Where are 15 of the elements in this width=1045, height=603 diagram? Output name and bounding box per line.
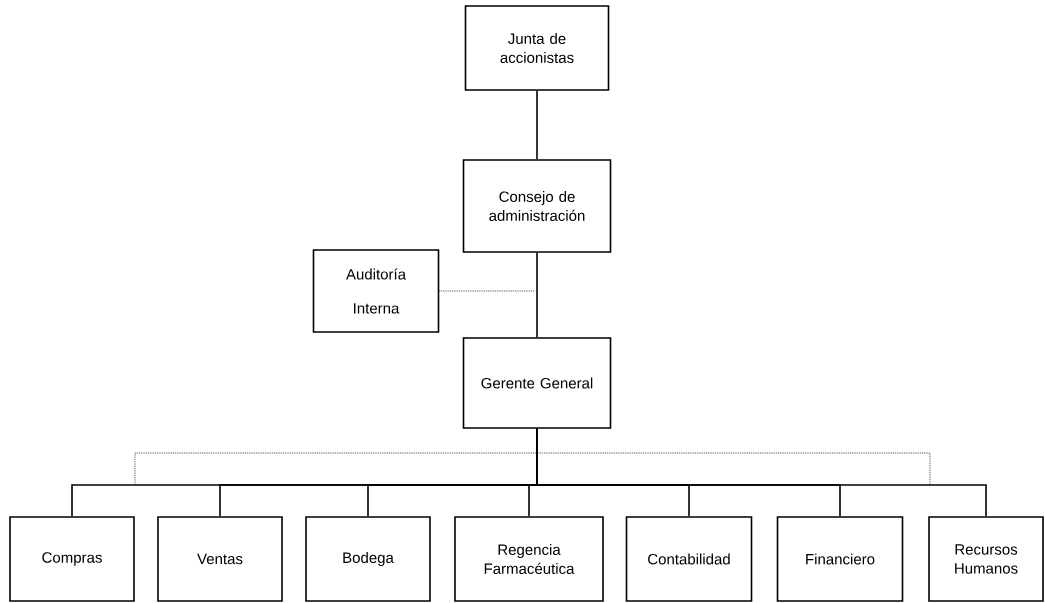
org-box: Junta de accionistas bbox=[464, 5, 610, 91]
org-box: Ventas bbox=[157, 516, 283, 602]
connector-line bbox=[438, 290, 536, 292]
connector-line bbox=[536, 90, 538, 160]
org-box: Gerente General bbox=[462, 337, 612, 429]
org-box: Contabilidad bbox=[625, 516, 753, 602]
org-box: Financiero bbox=[776, 516, 904, 602]
connector-line bbox=[536, 252, 538, 338]
connector-line bbox=[536, 428, 987, 517]
org-box: Compras bbox=[9, 516, 135, 602]
org-box: Regencia Farmacéutica bbox=[454, 516, 604, 602]
org-box: Consejo de administración bbox=[462, 159, 612, 253]
org-box: Bodega bbox=[305, 516, 431, 602]
org-box: Auditoría Interna bbox=[312, 249, 440, 333]
org-box: Recursos Humanos bbox=[928, 516, 1044, 602]
